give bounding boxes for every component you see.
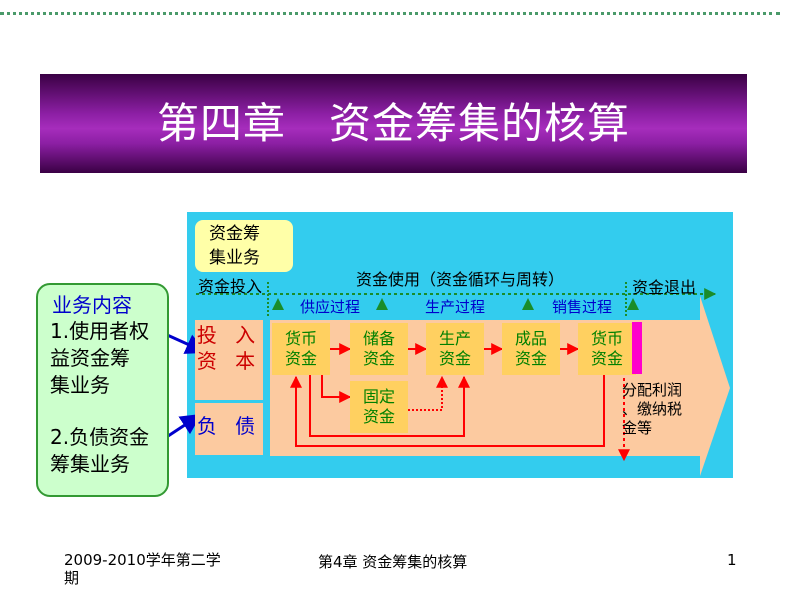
- node-line: 货币: [284, 329, 317, 348]
- arrow-fixed-production: [408, 375, 448, 411]
- debt-label: 负 债: [196, 414, 262, 438]
- equity-funding-item: 1.使用者权 益资金筹 集业务: [50, 318, 149, 399]
- triangle-marker: [272, 298, 284, 310]
- debt-box: [195, 403, 263, 455]
- label-capital-use: 资金使用（资金循环与周转）: [356, 270, 565, 289]
- exit-marker-bar: [632, 322, 642, 374]
- debt-funding-item: 2.负债资金 筹集业务: [50, 424, 149, 478]
- business-content-panel: [36, 283, 169, 497]
- footer-chapter: 第4章 资金筹集的核算: [318, 553, 468, 571]
- title-banner: [40, 74, 747, 173]
- top-dotted-line: [0, 12, 780, 15]
- label-capital-exit: 资金退出: [632, 278, 697, 297]
- node-currency-funds: 货币 资金: [272, 323, 330, 375]
- footer-semester: 2009-2010学年第二学 期: [64, 551, 221, 587]
- node-line: 生产: [438, 329, 471, 348]
- node-line: 货币: [590, 329, 623, 348]
- item-line: 益资金筹: [50, 346, 130, 370]
- node-production-funds: 生产 资金: [426, 323, 484, 375]
- node-line: 资金: [362, 407, 395, 426]
- node-line: 固定: [362, 387, 395, 406]
- item-line: 筹集业务: [50, 452, 130, 476]
- distribution-line-1: 分配利润: [622, 381, 683, 399]
- node-fixed-funds: 固定 资金: [350, 381, 408, 433]
- node-line: 资金: [362, 349, 395, 368]
- distribution-line-2: 、缴纳税: [622, 400, 683, 418]
- node-line: 资金: [514, 349, 547, 368]
- arrow-return-currency: [290, 375, 605, 447]
- semester-line: 期: [64, 569, 80, 587]
- funding-box-line-2: 集业务: [209, 248, 260, 268]
- equity-capital-box: [195, 320, 263, 400]
- arrow-currency-fixed: [321, 375, 352, 403]
- semester-line: 2009-2010学年第二学: [64, 551, 221, 569]
- equity-line-1: 投 入: [196, 323, 262, 347]
- triangle-marker: [627, 298, 639, 310]
- node-currency-funds-return: 货币 资金: [578, 323, 636, 375]
- node-line: 成品: [514, 329, 547, 348]
- business-content-title: 业务内容: [52, 293, 132, 317]
- node-line: 储备: [362, 329, 395, 348]
- triangle-marker: [376, 298, 388, 310]
- node-line: 资金: [284, 349, 317, 368]
- funding-business-box: 资金筹 集业务: [195, 220, 293, 272]
- node-line: 资金: [438, 349, 471, 368]
- arrow-return-production: [309, 375, 470, 437]
- slide-title: 第四章 资金筹集的核算: [156, 99, 630, 148]
- item-line: 2.负债资金: [50, 425, 150, 449]
- node-reserve-funds: 储备 资金: [350, 323, 408, 375]
- funding-box-line-1: 资金筹: [209, 224, 260, 244]
- stage-production: 生产过程: [425, 298, 486, 316]
- triangle-marker: [522, 298, 534, 310]
- footer-page-number: 1: [727, 551, 737, 569]
- equity-line-2: 资 本: [196, 349, 262, 373]
- equity-capital-label: 投 入 资 本: [195, 322, 263, 374]
- stage-sales: 销售过程: [552, 298, 613, 316]
- node-finished-funds: 成品 资金: [502, 323, 560, 375]
- label-capital-input: 资金投入: [198, 277, 263, 296]
- distribution-line-3: 金等: [622, 419, 653, 437]
- node-line: 资金: [590, 349, 623, 368]
- item-line: 1.使用者权: [50, 319, 150, 343]
- distribution-label: 分配利润 、缴纳税 金等: [622, 381, 682, 438]
- item-line: 集业务: [50, 373, 110, 397]
- stage-supply: 供应过程: [300, 298, 361, 316]
